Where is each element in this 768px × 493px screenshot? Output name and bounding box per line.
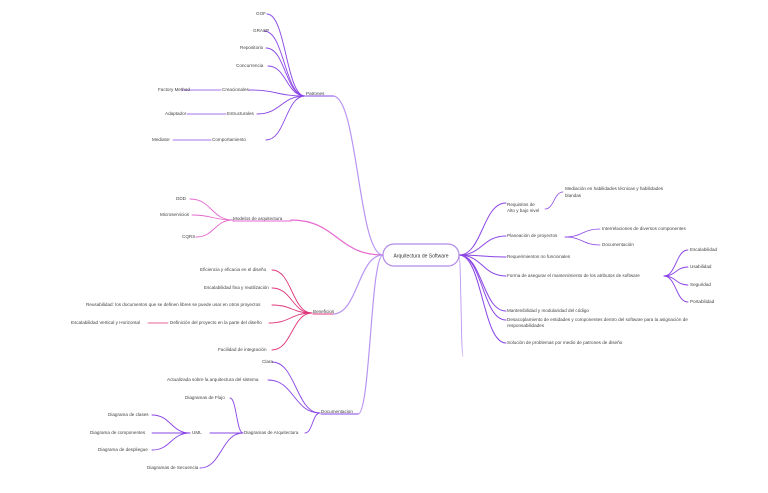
node-req-no-funcionales[interactable]: Requerimientos no funcionales — [507, 254, 571, 259]
node-requisitos-alto-l2[interactable]: Alto y bajo nivel — [507, 208, 539, 213]
edge-root-right-0 — [458, 202, 507, 256]
edge-atributos-child-0 — [663, 249, 689, 277]
node-estructurales[interactable]: Estructurales — [227, 111, 255, 116]
edge-root-right-tail — [458, 254, 464, 357]
edge-diagramas-child-0 — [229, 397, 244, 434]
edge-beneficios-child-4 — [271, 312, 313, 351]
edge-root-beneficios — [332, 254, 384, 315]
node-cqrs[interactable]: CQRS — [182, 234, 195, 239]
edge-modelos-child-0 — [189, 198, 234, 221]
node-seguridad[interactable]: Seguridad — [690, 282, 711, 287]
node-patrones[interactable]: Patrones — [306, 91, 325, 96]
node-grasp[interactable]: GRASP — [253, 28, 269, 33]
edge-patrones-child-6 — [265, 95, 306, 141]
node-mediator[interactable]: Mediator — [152, 137, 170, 142]
edge-planeacion-documentacion — [564, 236, 601, 246]
edge-patrones-child-4 — [248, 89, 306, 97]
node-labels: Patrones GOF GRASP Repositorio Concurren… — [71, 11, 718, 470]
edge-patrones-child-2 — [265, 47, 306, 97]
node-facilidad-integracion[interactable]: Facilidad de integración — [218, 347, 267, 352]
edge-beneficios-child-1 — [271, 287, 313, 314]
node-mediacion-l2[interactable]: blandas — [565, 193, 582, 198]
node-documentacion[interactable]: Documentacion — [321, 409, 353, 414]
node-planeacion[interactable]: Planeación de proyectos — [507, 233, 558, 238]
edge-root-right-4 — [458, 254, 507, 312]
edge-modelos-child-2 — [195, 219, 234, 238]
edge-modelos-child-1 — [191, 214, 234, 221]
node-ddd[interactable]: DDD — [176, 196, 187, 201]
node-definicion-proyecto[interactable]: Definición del proyecto en la parte del … — [170, 320, 262, 325]
node-diagramas-flujo[interactable]: Diagramas de Flujo — [185, 395, 225, 400]
node-comportamiento[interactable]: Comportamiento — [212, 137, 246, 142]
node-escalabilidad[interactable]: Escalabilidad — [690, 247, 718, 252]
edge-atributos-child-1 — [663, 266, 689, 277]
node-diagrama-componentes[interactable]: Diagrama de componentes — [90, 430, 146, 435]
node-uml[interactable]: UML — [192, 430, 202, 435]
node-adaptador[interactable]: Adaptador — [165, 111, 187, 116]
edge-uml-child-2 — [151, 432, 191, 451]
root-label: Arquitectura de Software — [393, 254, 448, 260]
node-diagrama-clases[interactable]: Diagrama de clases — [108, 412, 149, 417]
edge-documentacion-child-2 — [304, 412, 321, 434]
edge-beneficios-child-0 — [271, 269, 313, 314]
edge-patrones-child-1 — [263, 30, 306, 97]
node-mantenibilidad[interactable]: Mantenibilidad y modularidad del código — [507, 308, 589, 313]
edge-beneficios-child-3 — [268, 312, 313, 324]
mind-map-connectors — [147, 13, 689, 469]
edge-root-right-5 — [458, 254, 507, 321]
node-diagramas-secuencia[interactable]: Diagramas de Secuencia — [147, 465, 199, 470]
node-interrelaciones[interactable]: Interrelaciones de diversos componentes — [602, 226, 686, 231]
edge-root-patrones — [332, 95, 384, 256]
edge-root-right-3 — [458, 254, 507, 277]
node-beneficios[interactable]: Beneficios — [313, 309, 335, 314]
edge-uml-child-0 — [151, 414, 191, 434]
node-forma-asegurar[interactable]: Forma de asegurar el mantenimiento de lo… — [507, 273, 640, 278]
edge-diagramas-child-2 — [199, 432, 244, 469]
edge-planeacion-interrelaciones — [564, 228, 601, 238]
node-factory-method[interactable]: Factory Method — [158, 87, 190, 92]
node-actualizada[interactable]: Actualizada sobre la arquitectura del si… — [167, 377, 259, 382]
node-repositorio[interactable]: Repositorio — [240, 45, 264, 50]
node-mediacion-l1[interactable]: Mediación en habilidades técnicas y habi… — [565, 186, 664, 191]
edge-requisitos-mediacion — [544, 191, 564, 210]
edge-root-right-1 — [458, 235, 507, 256]
node-escalabilidad-fina[interactable]: Escalabilidad fina y reutilización — [204, 285, 269, 290]
node-gof[interactable]: GOF — [256, 11, 266, 16]
node-eficiencia[interactable]: Eficiencia y eficacia en el diseño — [200, 267, 267, 272]
node-usabilidad[interactable]: Usabilidad — [690, 264, 712, 269]
node-concurrencia[interactable]: Concurrencia — [236, 63, 264, 68]
node-modelos-arquitectura[interactable]: Modelos de arquitectura — [233, 216, 283, 221]
node-desacoplamiento-l2[interactable]: responsabilidades — [507, 323, 545, 328]
node-escalabilidad-vh[interactable]: Escalabilidad Vertical y Horizontal — [71, 320, 140, 325]
root-node[interactable]: Arquitectura de Software — [382, 243, 460, 267]
edge-patrones-child-5 — [256, 95, 306, 115]
edge-root-documentacion — [357, 254, 384, 415]
node-doc-planeacion[interactable]: Documentación — [602, 242, 634, 247]
node-requisitos-alto-l1[interactable]: Requisitos de — [507, 202, 535, 207]
edge-documentacion-child-0 — [271, 361, 321, 414]
edge-patrones-child-0 — [266, 13, 306, 97]
edge-root-right-6 — [458, 254, 507, 344]
node-diagramas-arquitectura[interactable]: Diagramas de Arquitectura — [244, 430, 299, 435]
edge-atributos-child-3 — [663, 275, 689, 303]
edge-root-modelos — [290, 219, 384, 256]
node-creacionales[interactable]: Creacionales — [222, 87, 250, 92]
node-microservicios[interactable]: Microservicios — [160, 212, 190, 217]
node-reusabilidad[interactable]: Reusabilidad: los documentos que se defi… — [86, 302, 261, 307]
node-portabilidad[interactable]: Portabilidad — [690, 299, 715, 304]
node-clara[interactable]: Clara — [262, 359, 273, 364]
edge-patrones-child-3 — [267, 65, 306, 97]
node-solucion[interactable]: Solución de problemas por medio de patro… — [507, 340, 623, 345]
node-desacoplamiento-l1[interactable]: Desacoplamiento de entidades y component… — [507, 317, 688, 322]
edge-documentacion-child-1 — [267, 379, 321, 414]
node-diagrama-despliegue[interactable]: Diagrama de despliegue — [98, 447, 148, 452]
